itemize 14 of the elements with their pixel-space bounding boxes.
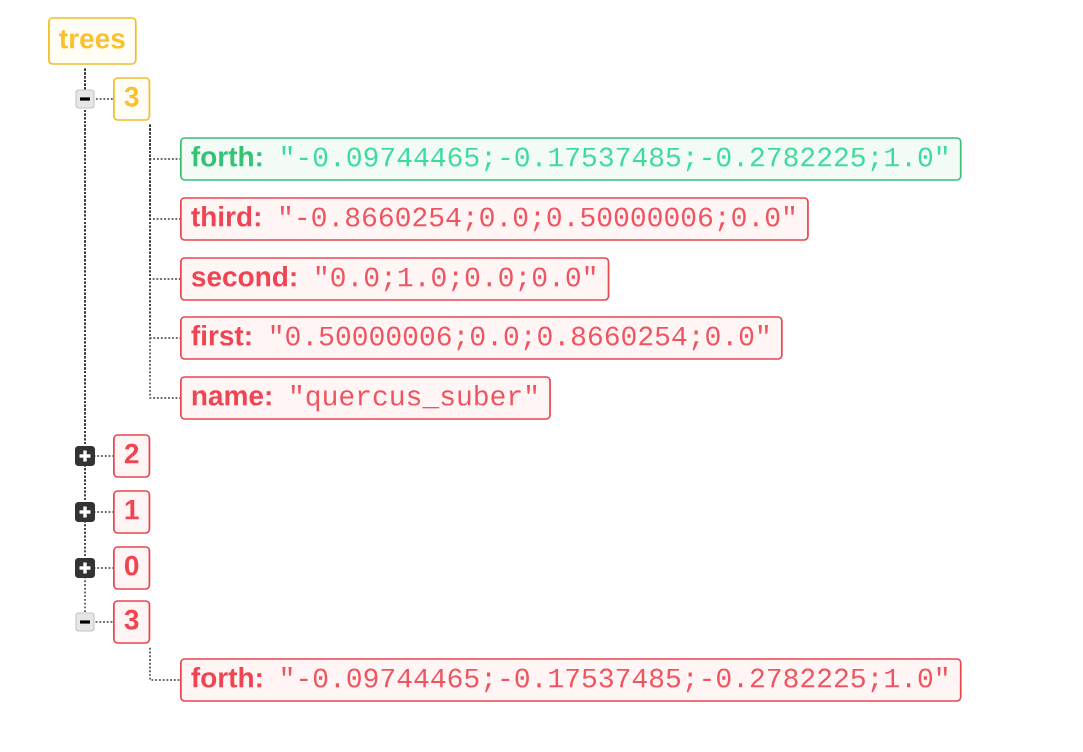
key-box: 3 [113,600,151,644]
connector-line [149,647,181,681]
key-box: trees [48,17,137,65]
key-value-box: first: "0.50000006;0.0;0.8660254;0.0" [180,316,783,360]
key-box: 2 [113,434,151,478]
key-value-box: second: "0.0;1.0;0.0;0.0" [180,257,610,301]
key-box: 1 [113,490,151,534]
key-value-box: third: "-0.8660254;0.0;0.50000006;0.0" [180,197,809,241]
key-value-box: forth: "-0.09744465;-0.17537485;-0.2782225;1.0" [180,137,962,181]
key-box: 0 [113,546,151,590]
key-value-box: forth: "-0.09744465;-0.17537485;-0.2782225;1.0" [180,658,962,702]
key-box: 3 [113,77,151,121]
key-value-box: name: "quercus_suber" [180,376,551,420]
connector-line [149,124,181,399]
